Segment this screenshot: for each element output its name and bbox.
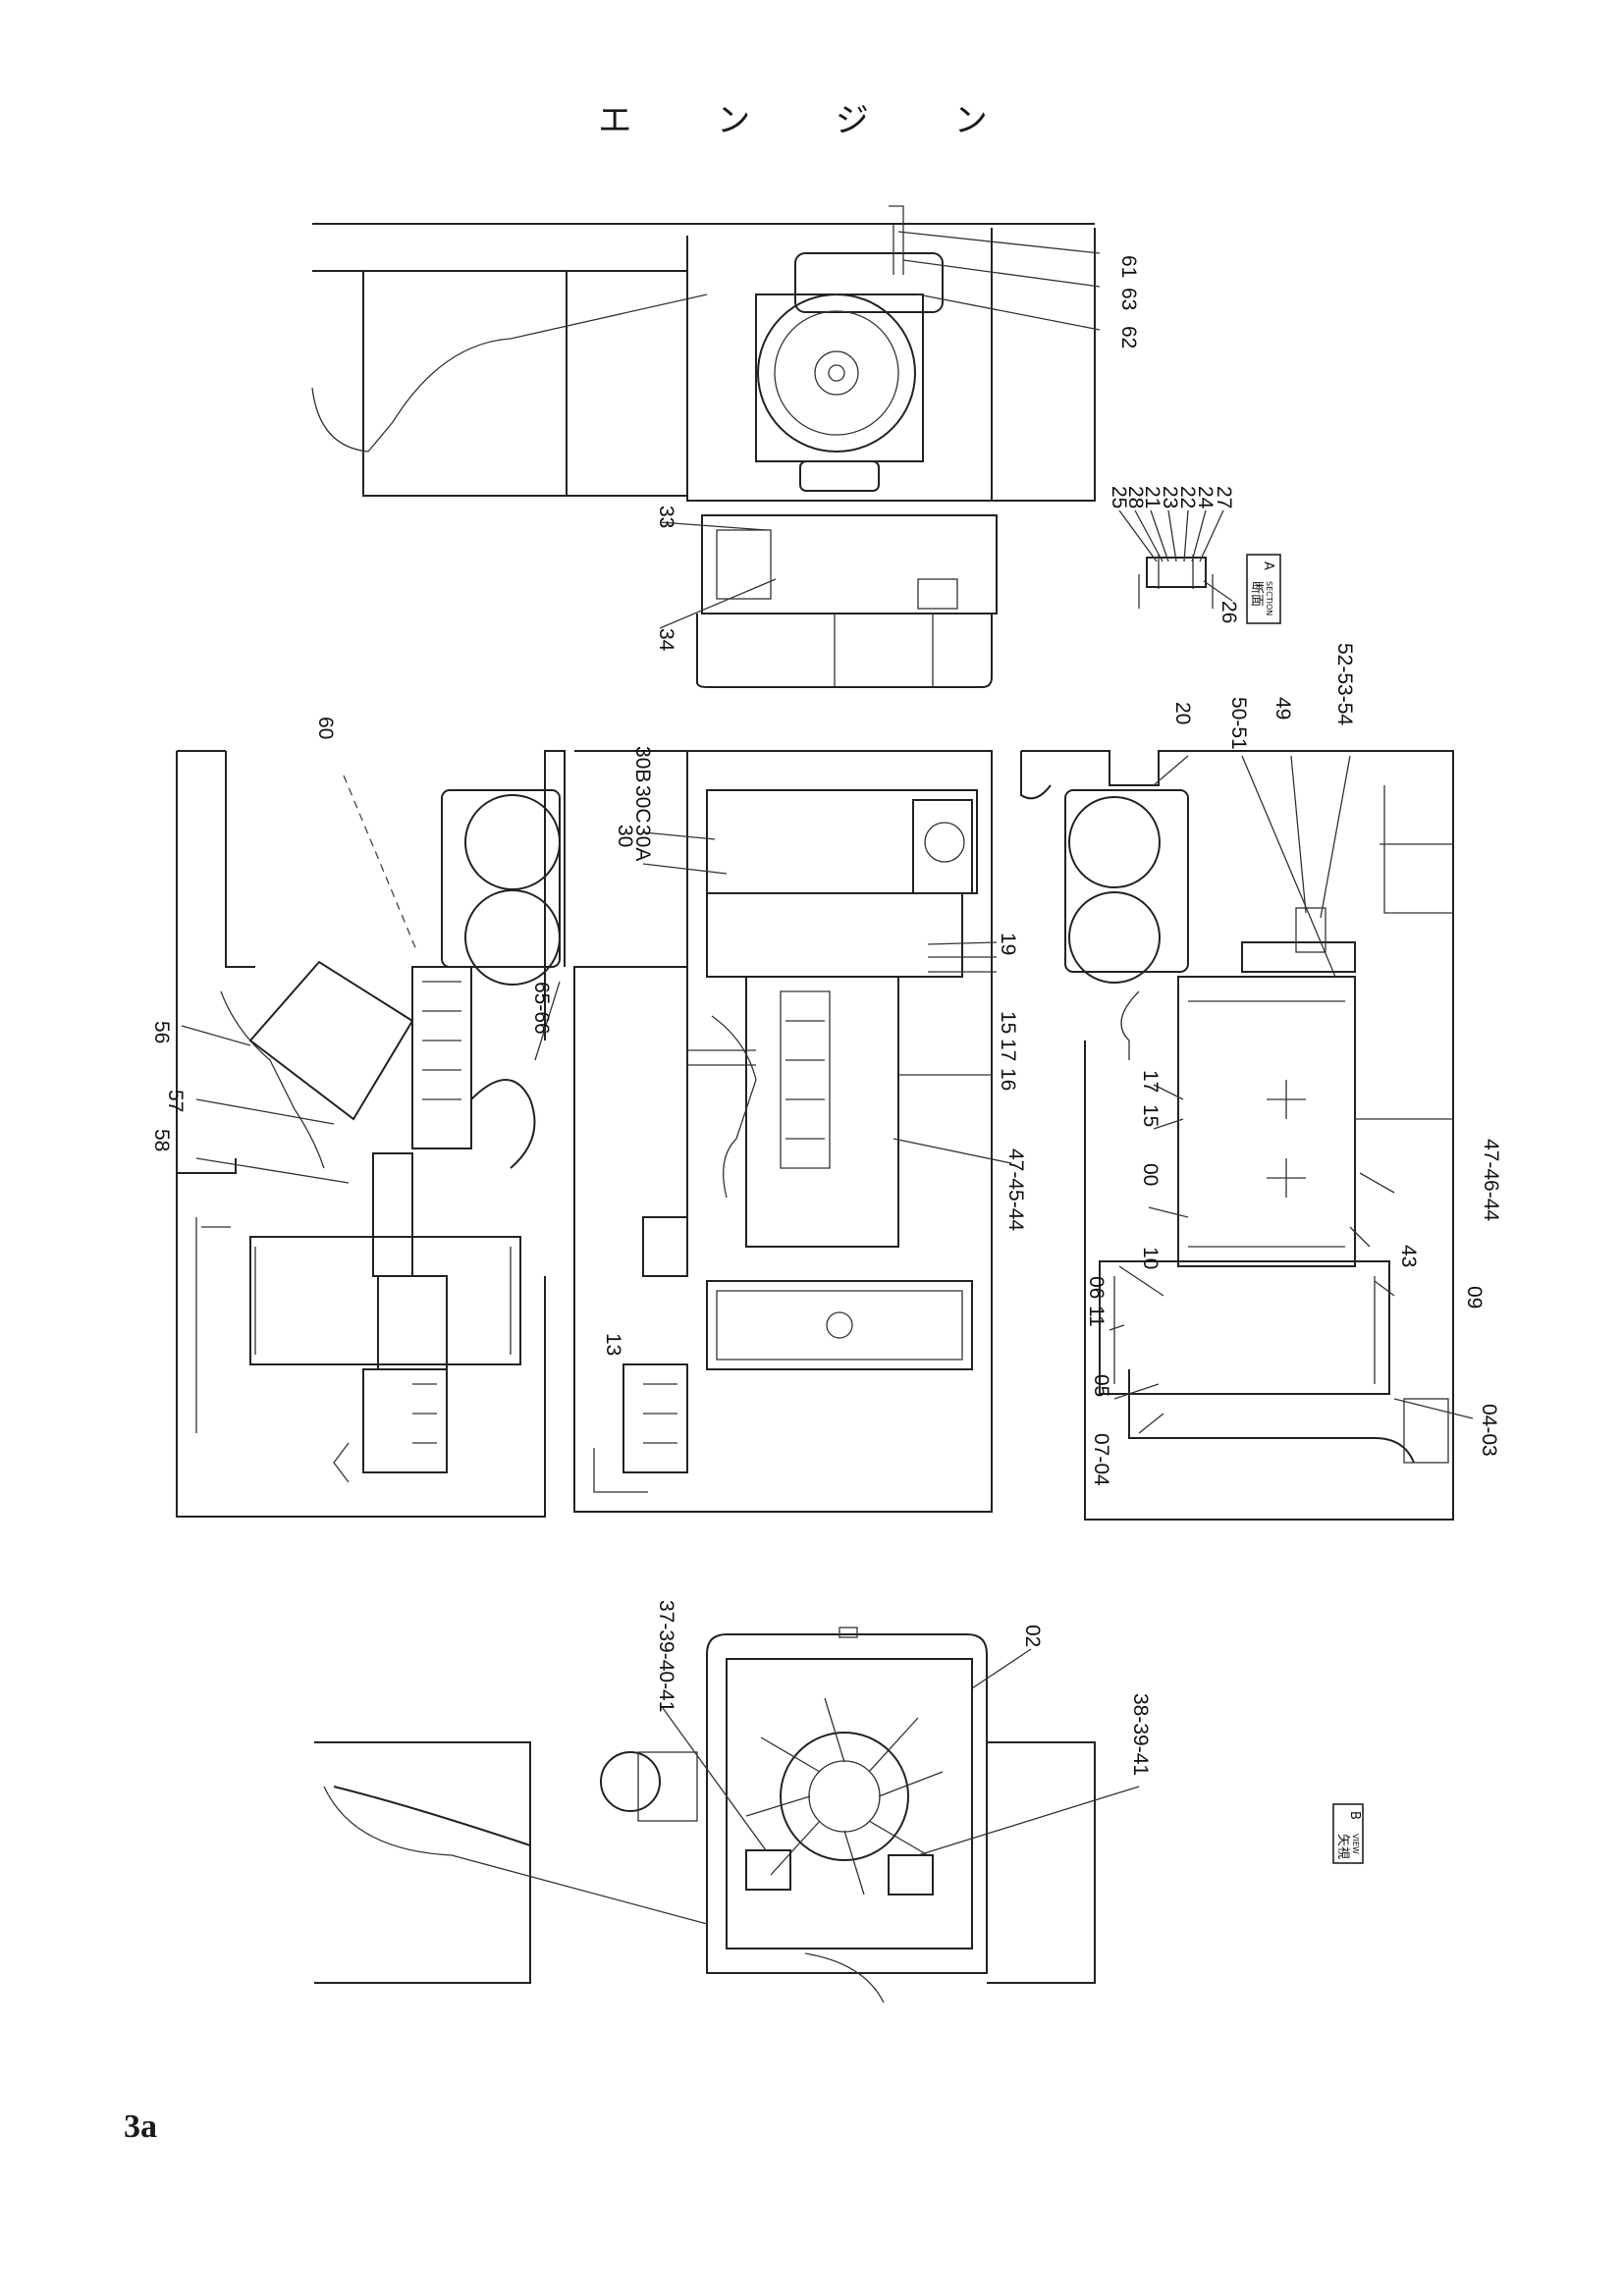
view-b-marker (1332, 1803, 1364, 1864)
label-52-53-54: 52-53-54 (1333, 643, 1356, 725)
label-17-right: 17 (1139, 1070, 1162, 1093)
label-30c: 30C (631, 785, 654, 824)
label-58: 58 (150, 1129, 173, 1151)
label-00: 00 (1139, 1163, 1162, 1186)
label-23: 23 (1159, 486, 1181, 508)
label-25: 25 (1108, 486, 1130, 508)
label-57: 57 (164, 1090, 187, 1112)
section-a-en: SECTION (1265, 581, 1273, 615)
label-47-45-44: 47-45-44 (1004, 1148, 1027, 1231)
right-view (1020, 750, 1474, 1521)
label-50-51: 50-51 (1227, 697, 1250, 750)
label-17-center: 17 (997, 1039, 1019, 1061)
label-10: 10 (1139, 1247, 1162, 1269)
label-15-center: 15 (997, 1011, 1019, 1034)
label-63: 63 (1117, 288, 1140, 310)
top-view (311, 205, 1101, 688)
page-number: 3a (124, 2109, 157, 2145)
label-19: 19 (997, 933, 1019, 955)
label-20: 20 (1171, 702, 1194, 724)
label-60: 60 (314, 717, 337, 739)
label-30b: 30B (631, 746, 654, 782)
section-a-jp: 断面 (1249, 581, 1264, 607)
section-a-marker (1246, 554, 1281, 624)
center-view (573, 750, 1012, 1513)
label-13: 13 (602, 1333, 624, 1356)
label-56: 56 (150, 1021, 173, 1043)
label-22: 22 (1176, 486, 1199, 508)
label-61: 61 (1117, 255, 1140, 278)
label-43: 43 (1397, 1245, 1420, 1267)
label-02: 02 (1021, 1625, 1044, 1647)
part-labels: 61 63 62 33 34 25 28 21 23 22 24 27 26 A… (150, 255, 1502, 1859)
label-07-04: 07-04 (1090, 1433, 1112, 1486)
section-a-letter: A (1261, 561, 1275, 570)
label-11: 11 (1085, 1306, 1108, 1327)
label-38-39-41: 38-39-41 (1129, 1693, 1152, 1776)
label-15-right: 15 (1139, 1104, 1162, 1127)
label-49: 49 (1271, 697, 1294, 720)
label-27: 27 (1213, 486, 1235, 508)
label-37-39-40-41: 37-39-40-41 (655, 1600, 677, 1712)
label-65-66: 65-66 (530, 982, 553, 1035)
label-21: 21 (1141, 486, 1163, 508)
page-title: エ ン ジ ン (598, 101, 1025, 140)
label-24: 24 (1194, 486, 1217, 509)
bottom-view (314, 1627, 1364, 2003)
label-05: 05 (1090, 1374, 1112, 1397)
label-16: 16 (997, 1068, 1019, 1091)
view-b-jp: 矢視 (1335, 1834, 1350, 1859)
view-b-en: VIEW (1351, 1834, 1360, 1854)
label-34: 34 (655, 628, 677, 652)
label-04-03: 04-03 (1478, 1404, 1500, 1457)
section-a-detail (1118, 509, 1281, 624)
label-26: 26 (1217, 601, 1240, 623)
label-30: 30 (614, 825, 636, 847)
label-62: 62 (1117, 326, 1140, 348)
label-30a: 30A (631, 825, 654, 861)
left-view (176, 750, 566, 1518)
label-09: 09 (1463, 1286, 1486, 1308)
label-28: 28 (1124, 486, 1147, 508)
label-47-46-44: 47-46-44 (1480, 1139, 1502, 1221)
view-b-letter: B (1347, 1811, 1362, 1820)
label-06: 06 (1085, 1276, 1108, 1299)
label-33: 33 (655, 506, 677, 528)
